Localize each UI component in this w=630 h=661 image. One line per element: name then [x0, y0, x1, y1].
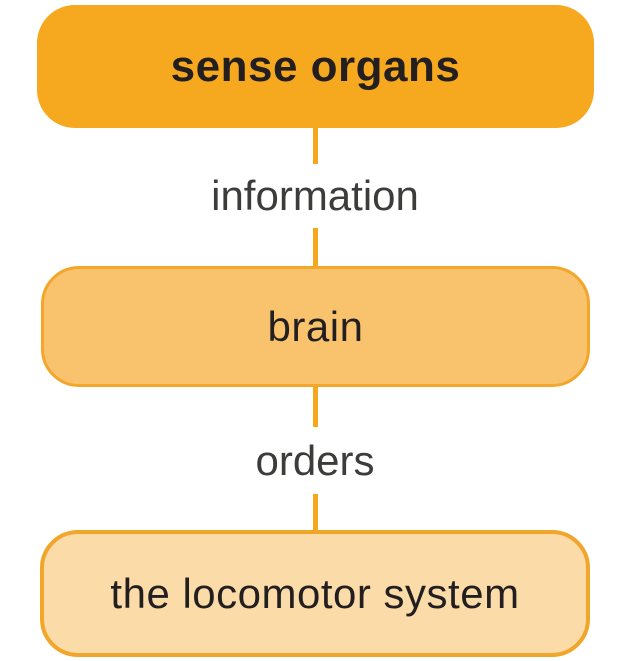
edge-label-orders: orders — [0, 428, 630, 494]
connector-line-information-to-brain — [313, 228, 318, 266]
node-sense-organs-label: sense organs — [170, 41, 461, 91]
node-locomotor-system: the locomotor system — [40, 530, 590, 657]
edge-label-orders-text: orders — [255, 437, 375, 484]
node-locomotor-system-label: the locomotor system — [110, 569, 520, 617]
node-brain-label: brain — [267, 302, 364, 350]
connector-line-sense-organs-to-information — [313, 128, 318, 164]
node-sense-organs: sense organs — [37, 5, 594, 128]
connector-line-brain-to-orders — [313, 387, 318, 427]
edge-label-information-text: information — [211, 171, 419, 219]
connector-line-orders-to-locomotor-system — [313, 494, 318, 530]
edge-label-information: information — [0, 163, 630, 228]
node-brain: brain — [41, 266, 590, 387]
